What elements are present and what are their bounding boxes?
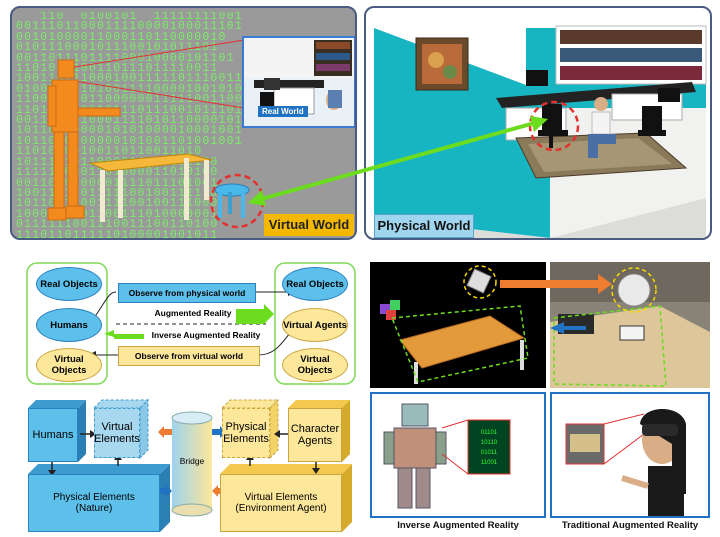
augmented-reality-label: Augmented Reality <box>154 308 232 318</box>
monitor <box>526 70 548 86</box>
robot-3d <box>383 403 447 509</box>
blue-arrow <box>158 485 172 497</box>
binary-row: 1101001100110111011110011 <box>16 62 219 76</box>
user-hand <box>621 475 649 489</box>
physical-elements-nature-box: Physical Elements (Nature) <box>28 474 160 532</box>
binary-row: 11011001001011101110010111011 <box>16 103 251 117</box>
concept-diagram: Real Objects Humans Virtual Objects Real… <box>26 262 356 386</box>
binary-row: 1011001000010101000010001001 <box>16 124 243 138</box>
arrow-head <box>274 430 280 438</box>
iar-robot-frame: 01101 10110 01011 11001 <box>370 392 546 518</box>
inverse-ar-label: Inverse Augmented Reality <box>151 330 261 340</box>
hololens-visor <box>642 424 678 436</box>
binary-row: 110 0100101 11111111001 <box>16 12 243 23</box>
iar-virtual-view <box>370 262 546 388</box>
matrix-glyphs: 01101 <box>481 430 498 436</box>
matrix-glyphs: 10110 <box>481 440 498 446</box>
virtual-world-label: Virtual World <box>264 214 354 236</box>
physical-world-label: Physical World <box>374 214 474 238</box>
right-virtual-objects: Virtual Objects <box>282 348 348 382</box>
left-humans: Humans <box>36 308 102 342</box>
binary-row: 1111110001101000011010100 <box>16 166 219 180</box>
binary-row: 0011101100011110000100011101 <box>16 20 243 34</box>
user-with-headset <box>565 409 686 516</box>
physical-room-scene <box>374 25 707 238</box>
binary-row: 1000011101100111010000001 <box>16 207 219 221</box>
orange-arrow <box>158 426 172 438</box>
person-figure <box>588 97 616 158</box>
virtual-elements-env-box: Virtual Elements (Environment Agent) <box>220 474 342 532</box>
architecture-shapes <box>28 398 352 532</box>
binary-row: 1001101110001001111101110011 <box>16 72 243 86</box>
bridge-cylinder <box>172 418 212 510</box>
binary-row: 1100110101100000011111001100 <box>16 93 243 107</box>
monitor <box>658 88 680 102</box>
observe-physical-box: Observe from physical world <box>118 283 256 303</box>
traditional-ar-caption: Traditional Augmented Reality <box>561 520 699 531</box>
tar-user-frame <box>550 392 710 518</box>
humans-box: Humans <box>28 408 78 462</box>
bridge-label: Bridge <box>179 456 205 466</box>
arrow-head <box>90 430 96 438</box>
binary-row: 1110110111110100001001011 <box>16 228 219 238</box>
binary-row: 0111111001110011100110100 <box>16 218 219 232</box>
left-real-objects: Real Objects <box>36 267 102 301</box>
arrow-head <box>48 470 56 476</box>
physical-elements-box: Physical Elements <box>222 408 270 458</box>
binary-row: 0101110001011100101011101 <box>16 41 219 55</box>
physical-world-panel: Physical World <box>364 6 712 240</box>
character-agents-box: Character Agents <box>288 408 342 462</box>
binary-row: 00101000011000110110000010 <box>16 30 227 44</box>
virtual-stool <box>214 183 250 218</box>
binary-row: 0011000100001111011101001 <box>16 176 219 190</box>
binary-row: 1001111101111100100111110 <box>16 186 219 200</box>
arrow-head <box>312 468 320 474</box>
architecture-diagram: Humans Virtual Elements Physical Element… <box>24 398 360 533</box>
binary-row: 1011010100000101001101001001 <box>16 134 243 148</box>
binary-row: 0011010010001111010110000101 <box>16 114 243 128</box>
robot-with-matrix: 01101 10110 01011 11001 <box>383 403 511 509</box>
right-real-objects: Real Objects <box>282 267 348 301</box>
real-world-inset: Real World <box>242 36 355 128</box>
concept-connectors <box>26 262 356 385</box>
binary-row: 11010100100110110011010 <box>16 145 203 159</box>
projection-line <box>67 79 245 109</box>
projection-line <box>67 39 245 69</box>
binary-row: 001101110111100010000101101 <box>16 51 235 65</box>
virtual-table-render <box>380 265 529 384</box>
binary-row: 1011001100111100100111000 <box>16 197 219 211</box>
real-world-label: Real World <box>258 106 308 117</box>
observe-virtual-box: Observe from virtual world <box>118 346 260 366</box>
right-virtual-agents: Virtual Agents <box>282 308 348 342</box>
inverse-ar-caption: Inverse Augmented Reality <box>397 520 519 531</box>
virtual-table <box>88 153 213 222</box>
robot-figure <box>47 59 121 221</box>
matrix-glyphs: 01011 <box>481 450 498 456</box>
left-virtual-objects: Virtual Objects <box>36 348 102 382</box>
physical-table-photo <box>550 262 710 388</box>
bookshelves <box>555 25 707 85</box>
matrix-glyphs: 11001 <box>481 460 498 466</box>
tar-physical-view <box>550 262 710 388</box>
virtual-elements-box: Virtual Elements <box>94 408 140 458</box>
matrix-zoom <box>467 419 511 475</box>
